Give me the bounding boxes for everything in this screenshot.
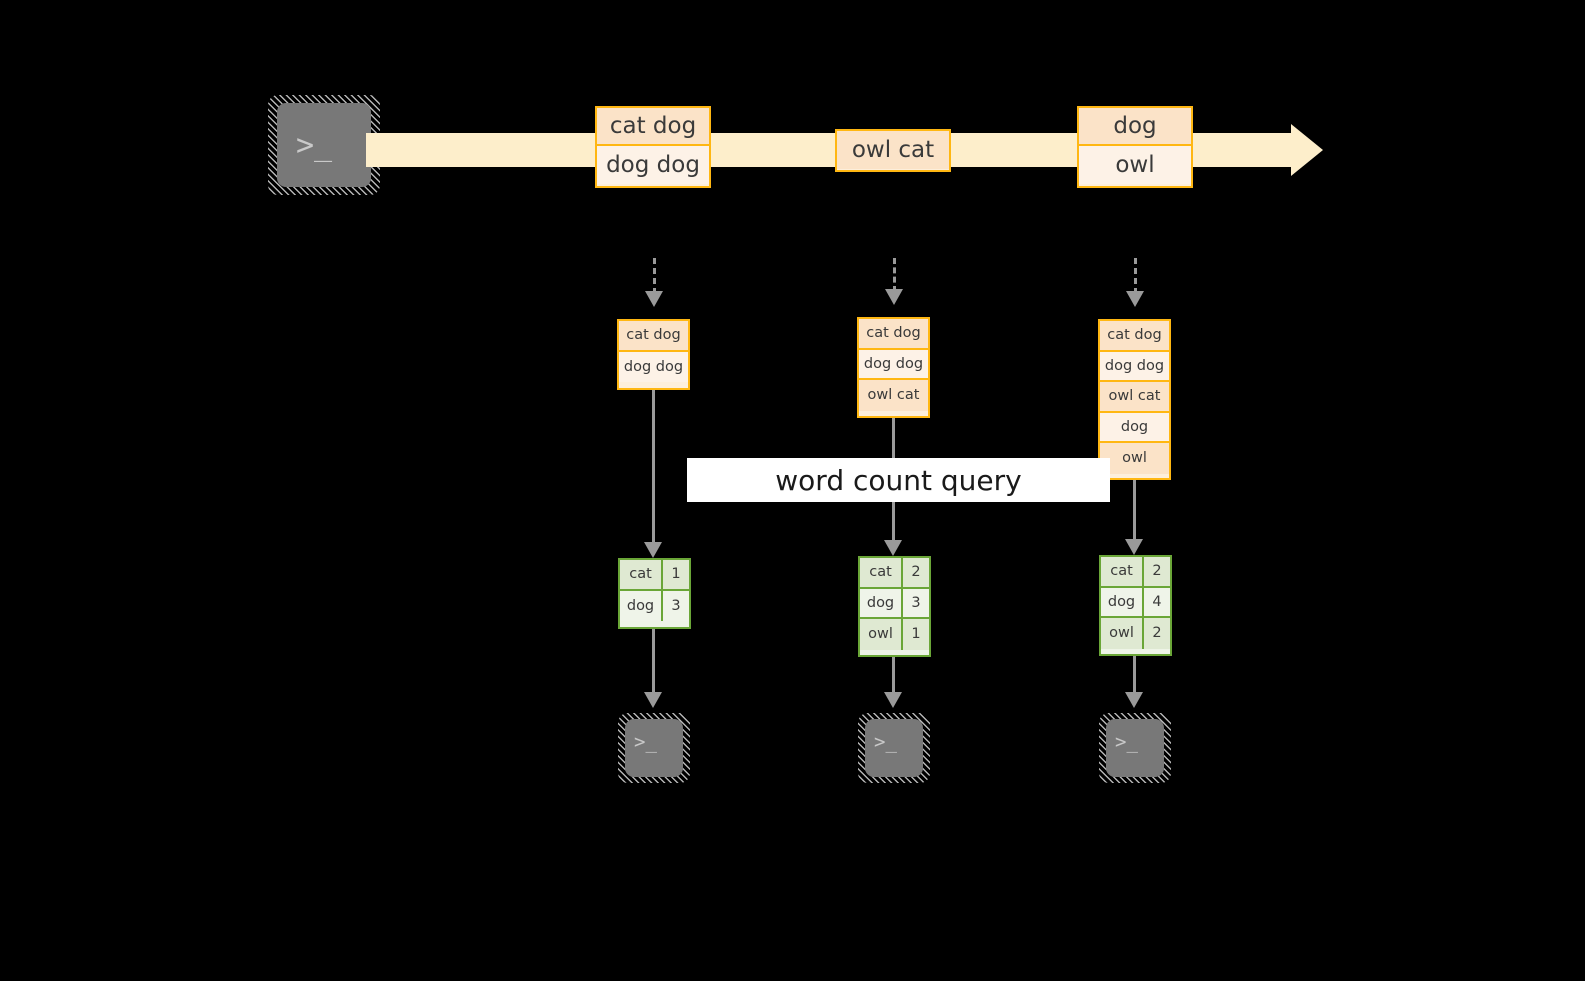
result-word: cat <box>620 560 663 589</box>
batch-feed-arrowhead-2 <box>885 289 903 305</box>
result-word: dog <box>860 588 903 617</box>
state-to-result-arrowhead-1 <box>644 542 662 558</box>
state-to-result-arrowhead-3 <box>1125 539 1143 555</box>
sink-terminal-icon-2: >_ <box>858 713 930 783</box>
result-row: dog 4 <box>1101 587 1170 618</box>
result-row: dog 3 <box>620 590 689 621</box>
result-row: owl 2 <box>1101 618 1170 649</box>
stream-batch-3: dog owl <box>1077 106 1193 188</box>
result-count: 2 <box>911 564 921 581</box>
batch-feed-line-3 <box>1134 258 1137 294</box>
state-line: dog dog <box>1100 351 1169 382</box>
batch-feed-arrowhead-1 <box>645 291 663 307</box>
state-to-result-line-1 <box>652 390 655 546</box>
result-word: dog <box>620 590 663 621</box>
batch-feed-line-2 <box>893 258 896 292</box>
result-table-2: cat 2 dog 3 owl 1 <box>858 556 931 657</box>
terminal-body <box>865 719 923 777</box>
stream-arrow-head <box>1291 124 1323 176</box>
result-count: 3 <box>671 597 681 614</box>
state-line: owl cat <box>859 380 928 411</box>
terminal-body <box>277 103 371 187</box>
result-to-sink-arrowhead-3 <box>1125 692 1143 708</box>
terminal-body <box>625 719 683 777</box>
result-count: 1 <box>671 566 681 583</box>
result-to-sink-arrowhead-1 <box>644 692 662 708</box>
batch-line: dog <box>1079 108 1191 146</box>
state-to-result-arrowhead-2 <box>884 540 902 556</box>
result-count: 4 <box>1152 593 1162 610</box>
batch-line: cat dog <box>597 108 709 146</box>
state-line: owl <box>1100 443 1169 474</box>
stream-batch-2: owl cat <box>835 129 951 172</box>
state-line: dog <box>1100 412 1169 443</box>
batch-line: owl <box>1079 146 1191 184</box>
result-table-3: cat 2 dog 4 owl 2 <box>1099 555 1172 656</box>
result-word: cat <box>860 558 903 587</box>
batch-line: owl cat <box>837 131 949 169</box>
state-to-result-line-3 <box>1133 480 1136 544</box>
result-to-sink-line-2 <box>892 657 895 697</box>
state-line: cat dog <box>619 321 688 352</box>
result-word: owl <box>860 619 903 650</box>
terminal-prompt-glyph: >_ <box>1115 731 1138 753</box>
state-line: cat dog <box>859 319 928 350</box>
sink-terminal-icon-3: >_ <box>1099 713 1171 783</box>
state-box-1: cat dog dog dog <box>617 319 690 390</box>
result-count: 3 <box>911 594 921 611</box>
state-line: cat dog <box>1100 321 1169 352</box>
result-count: 2 <box>1152 625 1162 642</box>
source-terminal-icon: >_ <box>268 95 380 195</box>
result-table-1: cat 1 dog 3 <box>618 558 691 629</box>
terminal-prompt-glyph: >_ <box>634 731 657 753</box>
state-line: dog dog <box>619 351 688 382</box>
stream-batch-1: cat dog dog dog <box>595 106 711 188</box>
result-count: 1 <box>911 626 921 643</box>
result-word: cat <box>1101 557 1144 586</box>
result-row: cat 2 <box>860 558 929 589</box>
query-label: word count query <box>687 458 1110 502</box>
batch-feed-arrowhead-3 <box>1126 291 1144 307</box>
state-box-2: cat dog dog dog owl cat <box>857 317 930 418</box>
result-count: 2 <box>1152 563 1162 580</box>
result-to-sink-arrowhead-2 <box>884 692 902 708</box>
result-row: cat 2 <box>1101 557 1170 588</box>
batch-feed-line-1 <box>653 258 656 294</box>
result-row: dog 3 <box>860 588 929 619</box>
result-word: dog <box>1101 587 1144 616</box>
terminal-prompt-glyph: >_ <box>296 128 333 163</box>
result-word: owl <box>1101 618 1144 649</box>
state-line: owl cat <box>1100 382 1169 413</box>
result-to-sink-line-1 <box>652 629 655 697</box>
terminal-prompt-glyph: >_ <box>874 731 897 753</box>
result-to-sink-line-3 <box>1133 656 1136 697</box>
state-line: dog dog <box>859 349 928 380</box>
result-row: owl 1 <box>860 619 929 650</box>
batch-line: dog dog <box>597 146 709 184</box>
sink-terminal-icon-1: >_ <box>618 713 690 783</box>
result-row: cat 1 <box>620 560 689 591</box>
state-box-3: cat dog dog dog owl cat dog owl <box>1098 319 1171 480</box>
terminal-body <box>1106 719 1164 777</box>
